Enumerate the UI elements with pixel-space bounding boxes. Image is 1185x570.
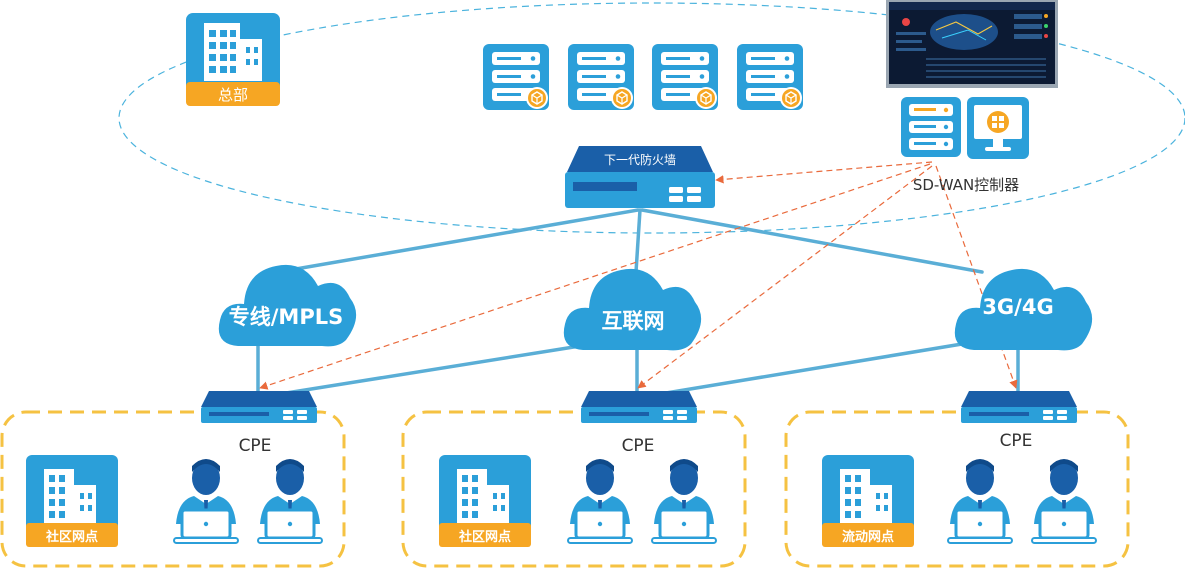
link-firewall-4g [640,208,984,274]
site-building-icon-3: 流动网点 [822,455,914,547]
controller-monitor-icon [967,97,1029,159]
firewall-icon: 下一代防火墙 [565,146,715,208]
cpe-router-icon-2 [581,391,697,423]
control-arrow-cpe2 [637,165,933,389]
cpe-router-icon-3 [961,391,1077,423]
cpe-router-icon-1 [201,391,317,423]
server-icon-1 [482,43,550,111]
user-laptop-icon-2 [256,457,324,545]
site-boundary-1 [0,410,346,568]
cpe-label-1: CPE [239,436,272,456]
site-boundary-2 [401,410,747,568]
link-firewall-internet [634,208,642,274]
site-building-icon-1: 社区网点 [26,455,118,547]
cpe-label-2: CPE [622,436,655,456]
site-building-label-2: 社区网点 [458,529,511,545]
control-arrow-cpe1 [259,163,931,390]
link-firewall-mpls [288,208,640,272]
user-laptop-icon-1 [172,457,240,545]
user-laptop-icon-4 [650,457,718,545]
cloud-label-3g4g: 3G/4G [982,295,1053,319]
network-links [256,208,1020,396]
site-building-label-3: 流动网点 [842,529,894,545]
firewall-label: 下一代防火墙 [604,152,676,167]
site-building-label-1: 社区网点 [45,529,98,545]
cpe-label-3: CPE [1000,431,1033,451]
cloud-mpls: 专线/MPLS [218,264,357,347]
user-laptop-icon-5 [946,457,1014,545]
control-arrows [259,161,1018,390]
hq-label: 总部 [218,86,248,104]
controller-label: SD-WAN控制器 [913,176,1019,194]
cloud-3g4g: 3G/4G [954,268,1093,351]
site-boundary-3 [784,410,1130,568]
cloud-label-mpls: 专线/MPLS [229,305,343,329]
hq-building-icon: 总部 [186,13,280,106]
control-arrow-firewall [715,161,933,184]
link-internet-cpe1 [278,344,582,396]
link-4g-cpe2 [658,342,964,396]
monitoring-dashboard-icon [886,0,1058,88]
server-icon-2 [567,43,635,111]
user-laptop-icon-3 [566,457,634,545]
controller-server-icon [901,97,961,157]
server-icon-3 [651,43,719,111]
cloud-label-internet: 互联网 [602,309,665,333]
user-laptop-icon-6 [1030,457,1098,545]
server-icon-4 [736,43,804,111]
cloud-internet: 互联网 [563,268,702,351]
site-building-icon-2: 社区网点 [439,455,531,547]
